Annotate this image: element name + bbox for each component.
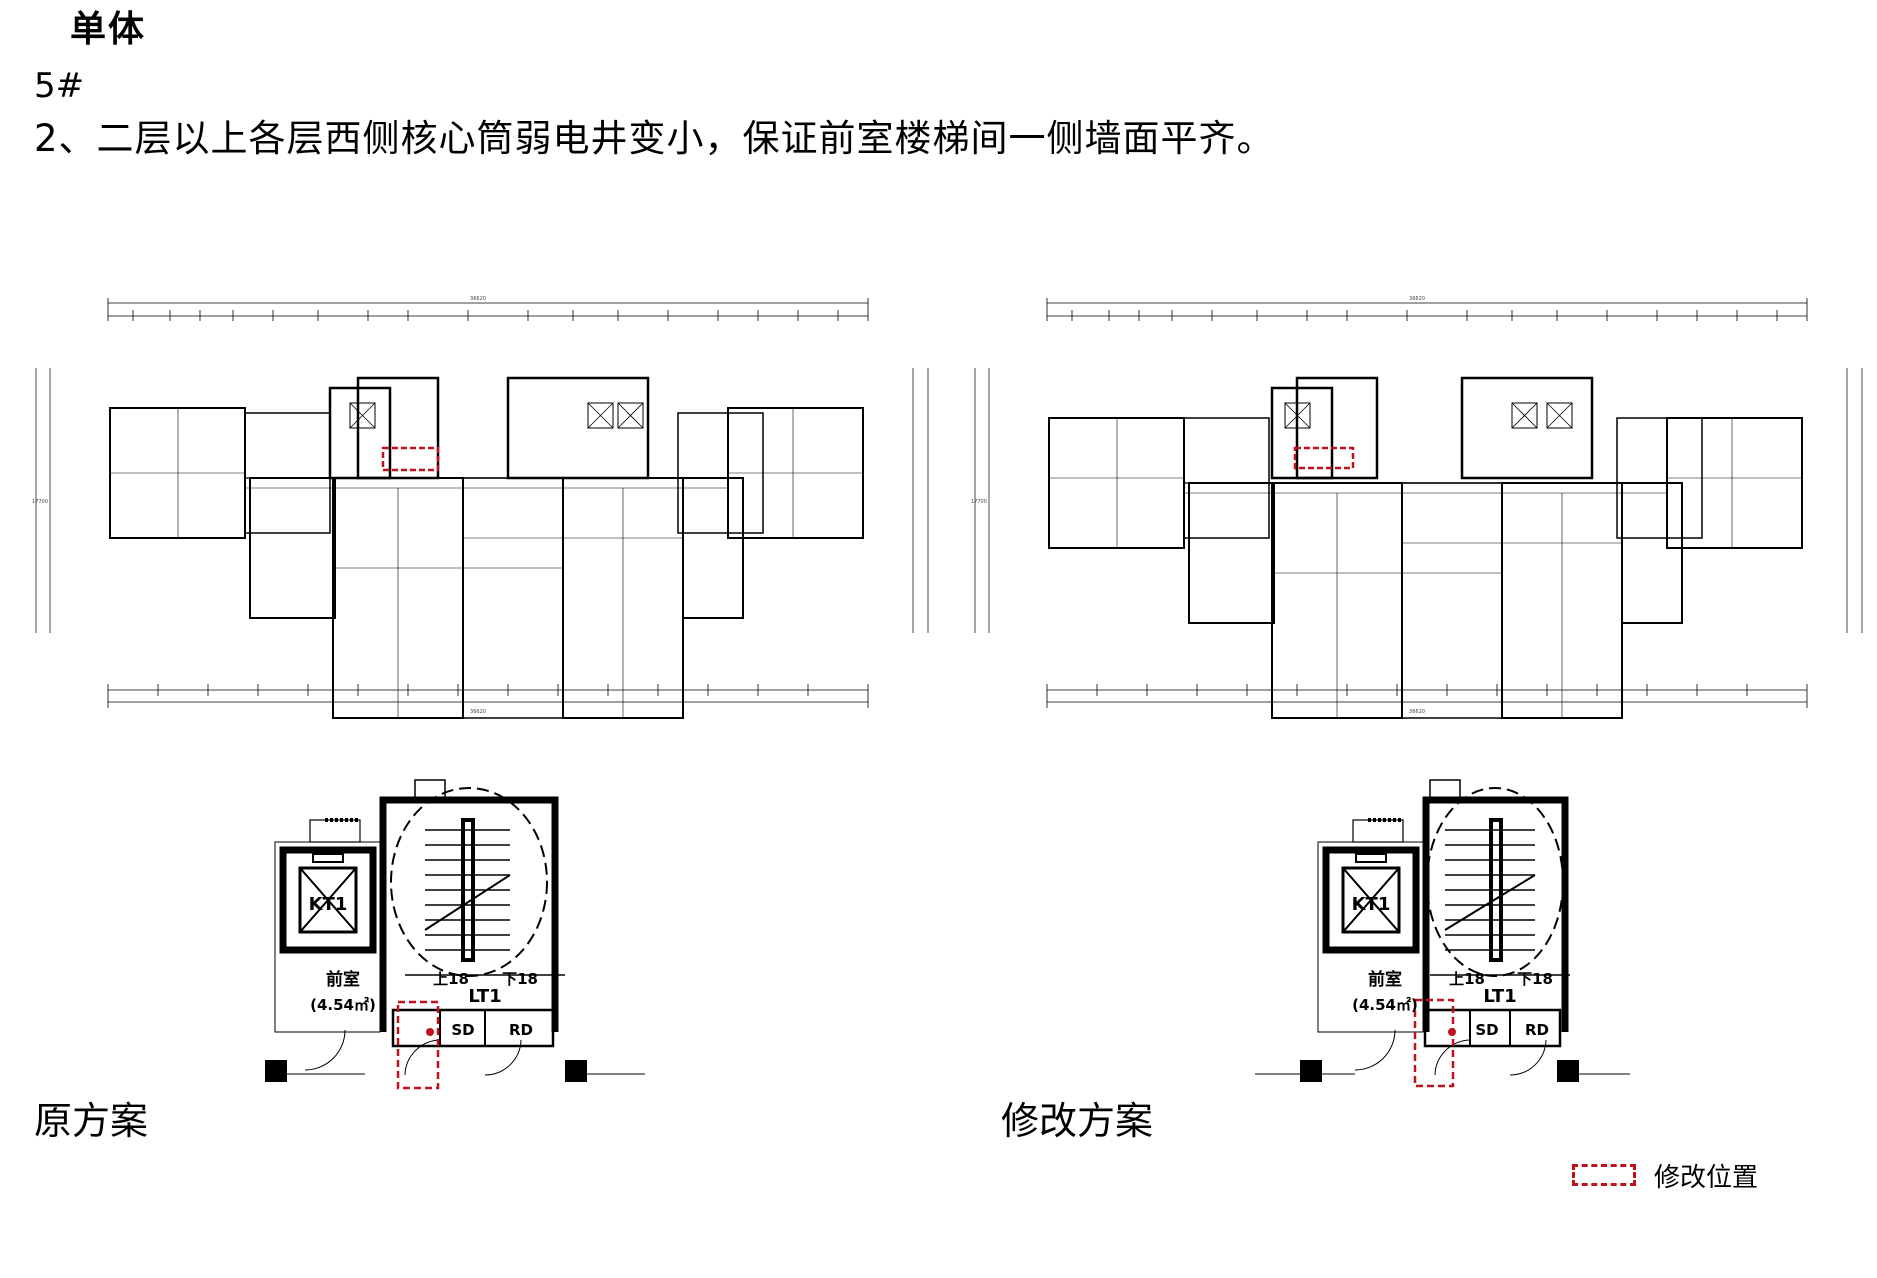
modified-core-plan: KT1 前室 (4.54㎡) LT1 上18 下18 SD RD xyxy=(1255,779,1630,1088)
elevator-label: KT1 xyxy=(1352,894,1391,915)
lobby-label: 前室 xyxy=(326,969,360,990)
change-marker xyxy=(1293,446,1355,470)
legend-dashed-box-icon xyxy=(1572,1164,1636,1186)
step-up-label: 上18 xyxy=(433,970,469,988)
building-number: 5# xyxy=(34,66,85,106)
shaft-rd-label: RD xyxy=(509,1021,533,1039)
original-scheme-caption: 原方案 xyxy=(34,1099,149,1143)
side-dimension: 17700 xyxy=(971,499,987,505)
top-overall-dimension: 36620 xyxy=(470,296,486,302)
stair-label: LT1 xyxy=(468,986,501,1007)
top-overall-dimension: 36620 xyxy=(1409,296,1425,302)
stair-label: LT1 xyxy=(1483,986,1516,1007)
change-marker xyxy=(1413,998,1455,1088)
step-down-label: 下18 xyxy=(502,970,538,988)
section-title: 单体 xyxy=(70,9,147,50)
original-floor-plan: 36620 36620 17700 xyxy=(32,296,929,719)
lobby-area: (4.54㎡) xyxy=(1352,996,1418,1014)
step-up-label: 上18 xyxy=(1449,970,1485,988)
legend: 修改位置 xyxy=(1572,1158,1759,1193)
change-marker xyxy=(381,446,440,472)
legend-label: 修改位置 xyxy=(1654,1162,1759,1193)
original-core-plan: KT1 前室 (4.54㎡) LT1 上18 下18 SD RD xyxy=(265,779,645,1090)
shaft-sd-label: SD xyxy=(1475,1021,1498,1039)
modified-scheme-caption: 修改方案 xyxy=(1001,1099,1154,1143)
shaft-rd-label: RD xyxy=(1525,1021,1549,1039)
modified-floor-plan: 36620 36620 17700 xyxy=(971,296,1863,719)
bottom-overall-dimension: 36620 xyxy=(470,709,486,715)
change-note: 2、二层以上各层西侧核心筒弱电井变小，保证前室楼梯间一侧墙面平齐。 xyxy=(34,117,1275,160)
lobby-label: 前室 xyxy=(1368,969,1402,990)
bottom-overall-dimension: 36620 xyxy=(1409,709,1425,715)
shaft-sd-label: SD xyxy=(451,1021,474,1039)
step-down-label: 下18 xyxy=(1517,970,1553,988)
elevator-label: KT1 xyxy=(309,894,348,915)
change-marker xyxy=(396,1000,440,1090)
lobby-area: (4.54㎡) xyxy=(310,996,376,1014)
side-dimension: 17700 xyxy=(32,499,48,505)
